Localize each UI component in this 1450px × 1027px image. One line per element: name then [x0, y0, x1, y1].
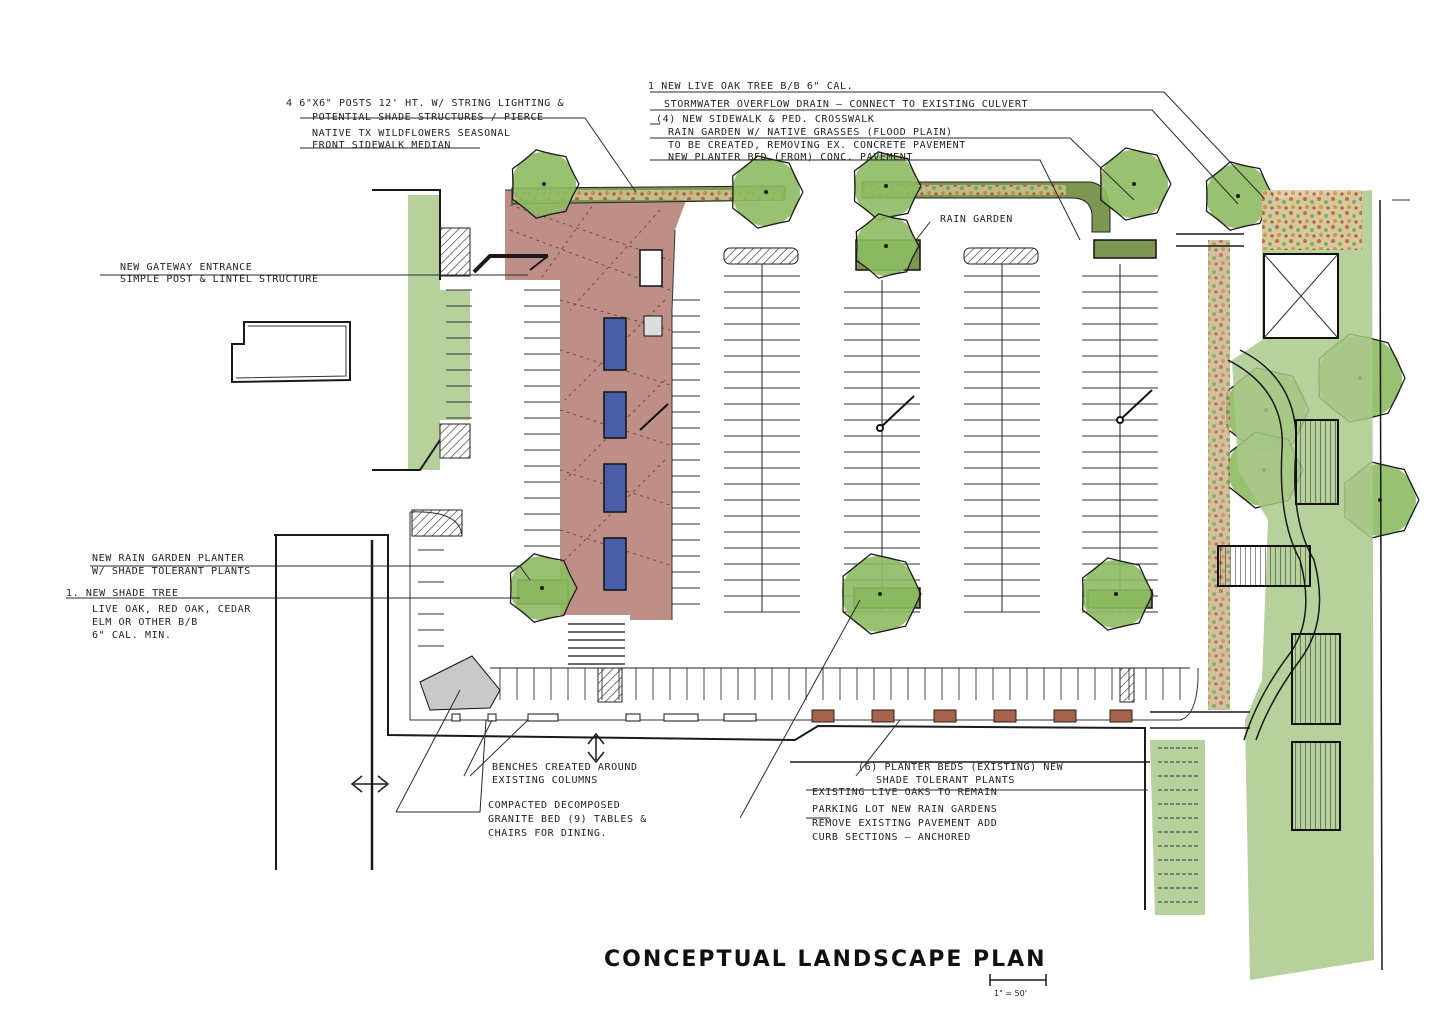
note-granite-2: granite bed (9) tables & — [488, 814, 647, 825]
planter-beds-row — [811, 709, 1133, 723]
note-shade-tree-3: elm or other B/B — [92, 617, 198, 628]
note-rain-garden-native: Rain garden w/ native grasses (flood pla… — [668, 127, 953, 138]
note-gateway: New gateway entrance — [120, 262, 252, 273]
note-shade-tree: 1. New shade tree — [66, 588, 179, 599]
tree — [855, 213, 920, 279]
tree — [1205, 161, 1274, 231]
note-shade-tree-4: 6" cal. min. — [92, 630, 171, 641]
note-benches: Benches created around — [492, 762, 638, 773]
note-benches-2: existing columns — [492, 775, 598, 786]
note-wildflowers: Native TX wildflowers seasonal — [312, 128, 511, 139]
note-parking-rain-2: remove existing pavement add — [812, 818, 997, 829]
note-granite: Compacted decomposed — [488, 800, 620, 811]
existing-building-small — [231, 321, 351, 384]
scale-bar: 1" = 50' — [989, 974, 1047, 998]
light-poles — [639, 389, 1153, 432]
note-rain-garden: Rain garden — [940, 214, 1013, 225]
note-posts-2: potential shade structures / pierce — [312, 112, 544, 123]
note-rain-garden-native-2: to be created, removing ex. concrete pav… — [668, 140, 966, 151]
tree — [853, 151, 922, 221]
note-parking-rain: Parking lot new rain gardens — [812, 804, 997, 815]
note-rain-garden-planter: New rain garden planter — [92, 553, 245, 564]
tree — [1100, 147, 1172, 221]
note-existing-live-oaks: Existing live oaks to remain — [812, 787, 997, 798]
crosswalk — [568, 623, 625, 665]
annotation-notes: 1 New live oak tree B/B 6" cal. Stormwat… — [66, 81, 1064, 843]
note-planter-beds: (6) Planter beds (existing) new — [858, 762, 1064, 773]
gateway-entrance — [472, 254, 549, 274]
right-parking-stalls — [1158, 747, 1200, 903]
note-live-oak: 1 New live oak tree B/B 6" cal. — [648, 81, 853, 92]
note-sidewalk: (4) New sidewalk & ped. crosswalk — [656, 114, 874, 125]
note-granite-3: chairs for dining. — [488, 828, 607, 839]
tree — [1082, 557, 1154, 631]
note-gateway-2: simple post & lintel structure — [120, 274, 319, 285]
tree — [511, 149, 580, 219]
front-sidewalk-median — [511, 181, 1111, 233]
plaza-benches — [603, 317, 627, 591]
note-rain-garden-planter-2: w/ shade tolerant plants — [92, 566, 251, 577]
note-wildflowers-2: front sidewalk median — [312, 140, 451, 151]
island-hatches — [411, 247, 1135, 703]
note-planter-bed: New planter bed (from) conc. pavement — [668, 152, 913, 163]
note-planter-beds-2: shade tolerant plants — [876, 775, 1015, 786]
tree — [732, 155, 804, 229]
right-buildings — [1150, 233, 1341, 831]
note-shade-tree-2: Live oak, red oak, cedar — [92, 604, 251, 615]
leader-lines — [66, 91, 1265, 819]
plan-title: Conceptual Landscape Plan — [604, 947, 1047, 972]
scale-label: 1" = 50' — [994, 989, 1027, 998]
tree — [842, 553, 922, 635]
tree — [509, 553, 578, 623]
right-planting-strip — [1208, 240, 1230, 710]
bottom-sidewalk — [274, 511, 1199, 910]
note-parking-rain-3: curb sections — anchored — [812, 832, 971, 843]
central-plaza — [505, 189, 690, 665]
note-stormwater: Stormwater overflow drain — connect to e… — [664, 99, 1028, 110]
note-posts: 4 6"x6" posts 12' ht. w/ string lighting… — [286, 98, 564, 109]
left-lawn-area — [372, 189, 471, 471]
